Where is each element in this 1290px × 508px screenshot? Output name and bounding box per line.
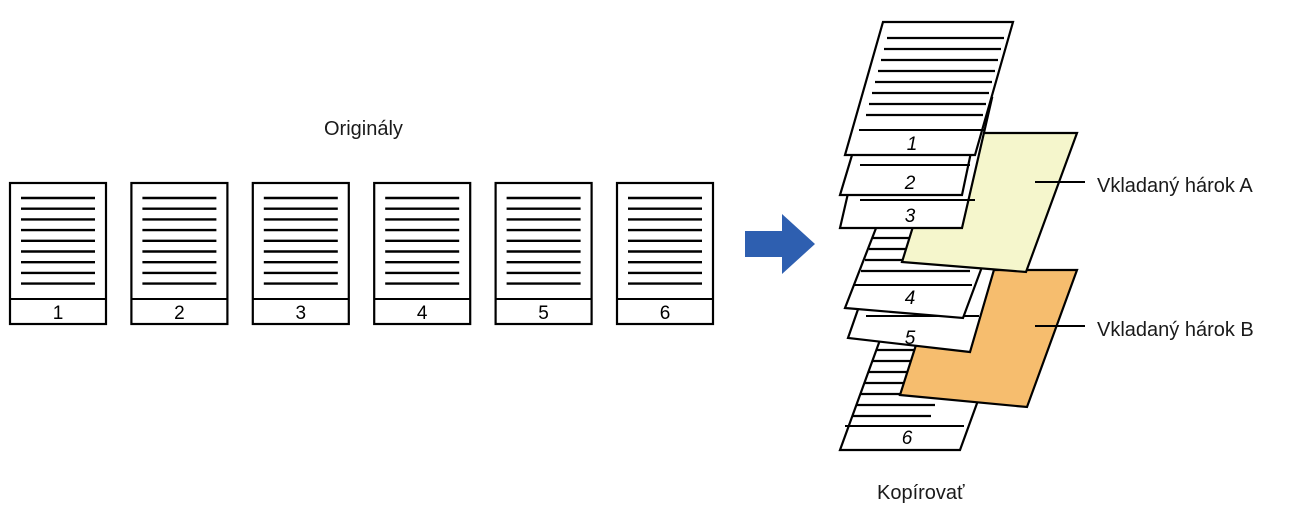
copy-stack-group: 6 5 4 3 bbox=[838, 20, 1079, 452]
original-page-1: 1 bbox=[8, 181, 108, 326]
copy-page-number: 6 bbox=[902, 428, 913, 449]
insert-sheet-a-label: Vkladaný hárok A bbox=[1097, 175, 1253, 197]
copy-title: Kopírovať bbox=[877, 482, 965, 504]
original-page-2: 2 bbox=[130, 181, 229, 326]
original-page-number: 5 bbox=[538, 303, 549, 324]
originals-group: 1 2 3 4 5 6 bbox=[8, 181, 715, 326]
originals-title: Originály bbox=[324, 118, 403, 140]
original-page-5: 5 bbox=[494, 181, 593, 326]
process-arrow-icon bbox=[745, 214, 815, 274]
copy-page-number: 2 bbox=[904, 173, 916, 194]
original-page-4: 4 bbox=[373, 181, 472, 326]
copy-page-number: 3 bbox=[905, 206, 916, 227]
original-page-number: 4 bbox=[417, 303, 428, 324]
original-page-number: 3 bbox=[296, 303, 307, 324]
insert-sheet-b-label: Vkladaný hárok B bbox=[1097, 319, 1254, 341]
original-page-number: 2 bbox=[174, 303, 185, 324]
original-page-number: 1 bbox=[53, 303, 64, 324]
copy-page-1: 1 bbox=[843, 20, 1015, 157]
copy-page-number: 5 bbox=[905, 328, 916, 349]
copy-page-number: 1 bbox=[907, 134, 918, 155]
original-page-number: 6 bbox=[660, 303, 671, 324]
original-page-3: 3 bbox=[251, 181, 350, 326]
original-page-6: 6 bbox=[615, 181, 715, 326]
copy-page-number: 4 bbox=[905, 288, 916, 309]
